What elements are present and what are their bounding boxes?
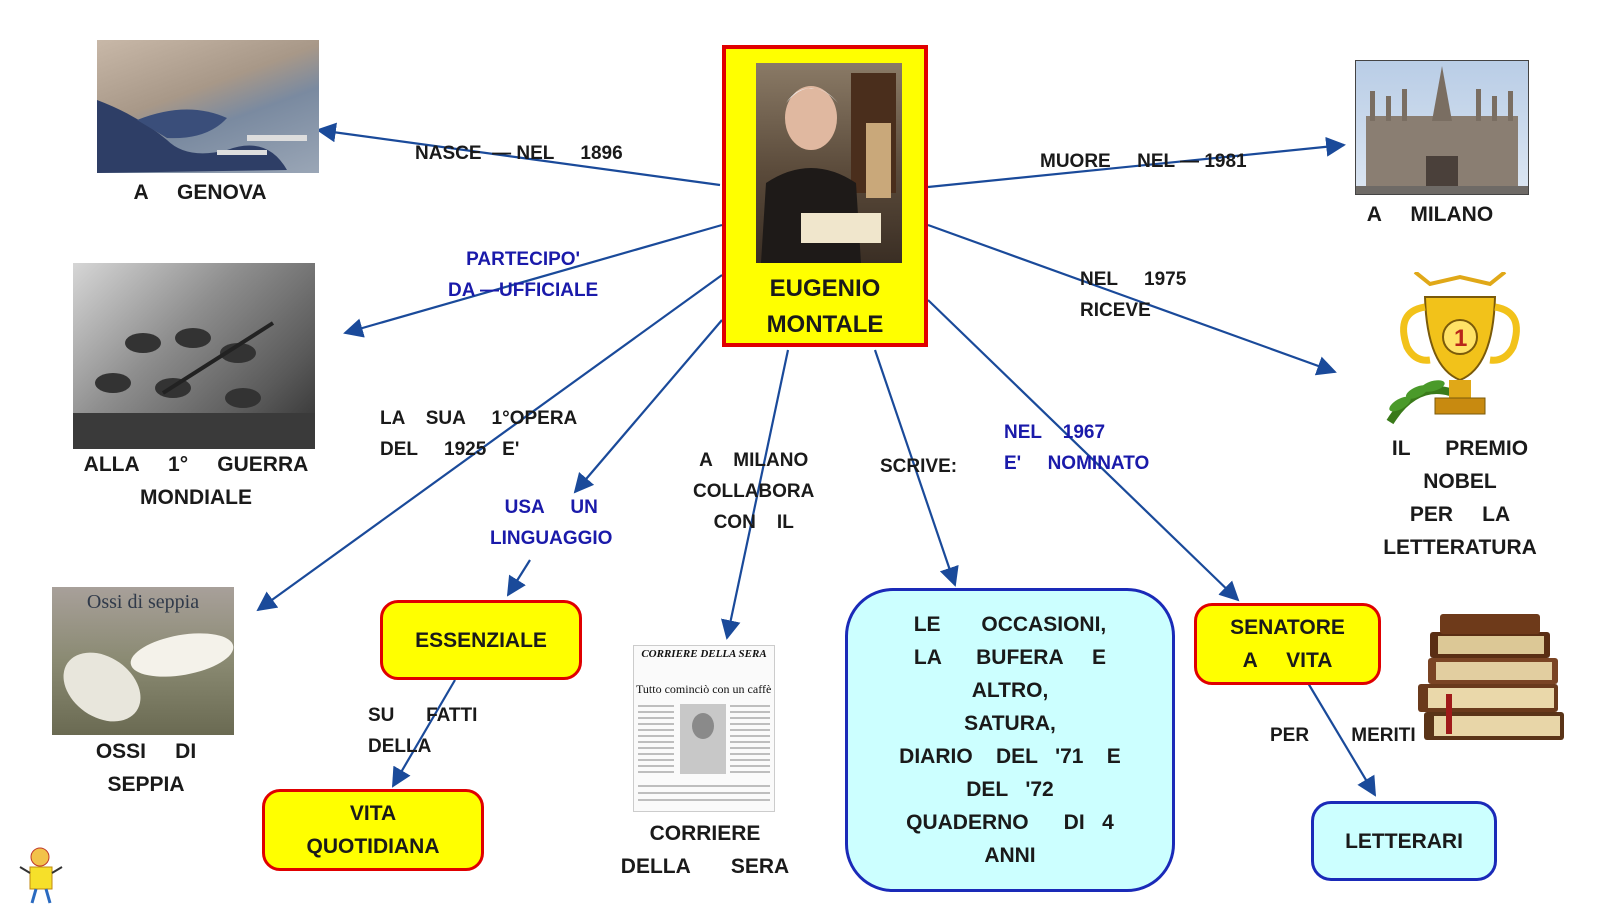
milano-caption: A MILANO	[1366, 203, 1494, 226]
link-label-war: PARTECIPO' DA —UFFICIALE	[448, 249, 599, 301]
arrow-vita	[392, 679, 456, 788]
genova-caption: A GENOVA	[133, 181, 267, 204]
soldiers-drawing	[73, 321, 315, 449]
cuttlebone-drawing	[63, 633, 234, 722]
books-photo	[1410, 612, 1570, 750]
center-node: EUGENIO MONTALE	[722, 45, 928, 347]
link-label-writes: SCRIVE:	[880, 456, 958, 477]
center-label: EUGENIO MONTALE	[766, 275, 884, 338]
arrow-nobel	[927, 223, 1337, 376]
montale-portrait	[756, 63, 902, 263]
link-label-collab: A MILANO COLLABORA CON IL	[693, 450, 815, 533]
arrow-milano	[927, 136, 1346, 189]
link-label-first-work: LA SUA 1°OPERA DEL 1925 E'	[380, 408, 578, 460]
link-label-nobel: NEL 1975 RICEVE	[1080, 269, 1187, 321]
war-photo	[73, 263, 315, 449]
arrow-works	[873, 349, 959, 587]
newspaper-masthead: CORRIERE DELLA SERA	[641, 648, 767, 660]
arrow-corriere	[721, 349, 790, 640]
war-caption: ALLA 1° GUERRA MONDIALE	[83, 453, 309, 509]
genova-photo	[97, 40, 319, 173]
corriere-caption: CORRIERE DELLA SERA	[620, 822, 790, 878]
essenziale-box: ESSENZIALE	[380, 600, 582, 680]
arrow-ossi	[256, 274, 723, 612]
arrow-essenziale	[506, 559, 531, 597]
ossi-caption: OSSI DI SEPPIA	[95, 740, 197, 796]
nobel-caption: IL PREMIO NOBEL PER LA LETTERATURA	[1383, 437, 1537, 559]
duomo-drawing	[1356, 66, 1528, 194]
svg-text:1: 1	[1454, 325, 1467, 352]
works-box: LE OCCASIONI, LA BUFERA E ALTRO, SATURA,…	[845, 588, 1175, 892]
letterari-box: LETTERARI	[1311, 801, 1497, 881]
arrow-genova	[316, 122, 721, 187]
link-label-senator: NEL 1967 E' NOMINATO	[1004, 422, 1150, 474]
duomo-milano-photo	[1355, 60, 1529, 195]
newspaper-headline: Tutto cominciò con un caffè	[636, 682, 772, 696]
link-label-merits: PER MERITI	[1270, 725, 1416, 746]
ossi-di-seppia-photo: Ossi di seppia	[52, 587, 234, 735]
link-label-died: MUORE NEL — 1981	[1040, 151, 1247, 172]
link-label-born: NASCE — NEL 1896	[415, 143, 623, 164]
harbor-drawing	[97, 100, 307, 173]
portrait-drawing	[761, 73, 896, 263]
link-label-language: USA UN LINGUAGGIO	[490, 497, 613, 549]
newspaper-body	[638, 704, 770, 801]
trophy-icon: 1	[1375, 272, 1540, 437]
arrow-language	[573, 319, 723, 494]
cartoon-figure-icon	[18, 845, 68, 907]
arrow-war	[343, 223, 723, 338]
link-label-facts: SU FATTI DELLA	[368, 705, 478, 757]
ossi-image-title: Ossi di seppia	[86, 591, 200, 613]
senatore-box: SENATORE A VITA	[1194, 603, 1381, 685]
arrow-letterari	[1304, 677, 1377, 797]
arrow-senatore	[927, 299, 1240, 602]
corriere-newspaper-photo: CORRIERE DELLA SERA Tutto cominciò con u…	[633, 645, 775, 812]
vita-quotidiana-box: VITA QUOTIDIANA	[262, 789, 484, 871]
